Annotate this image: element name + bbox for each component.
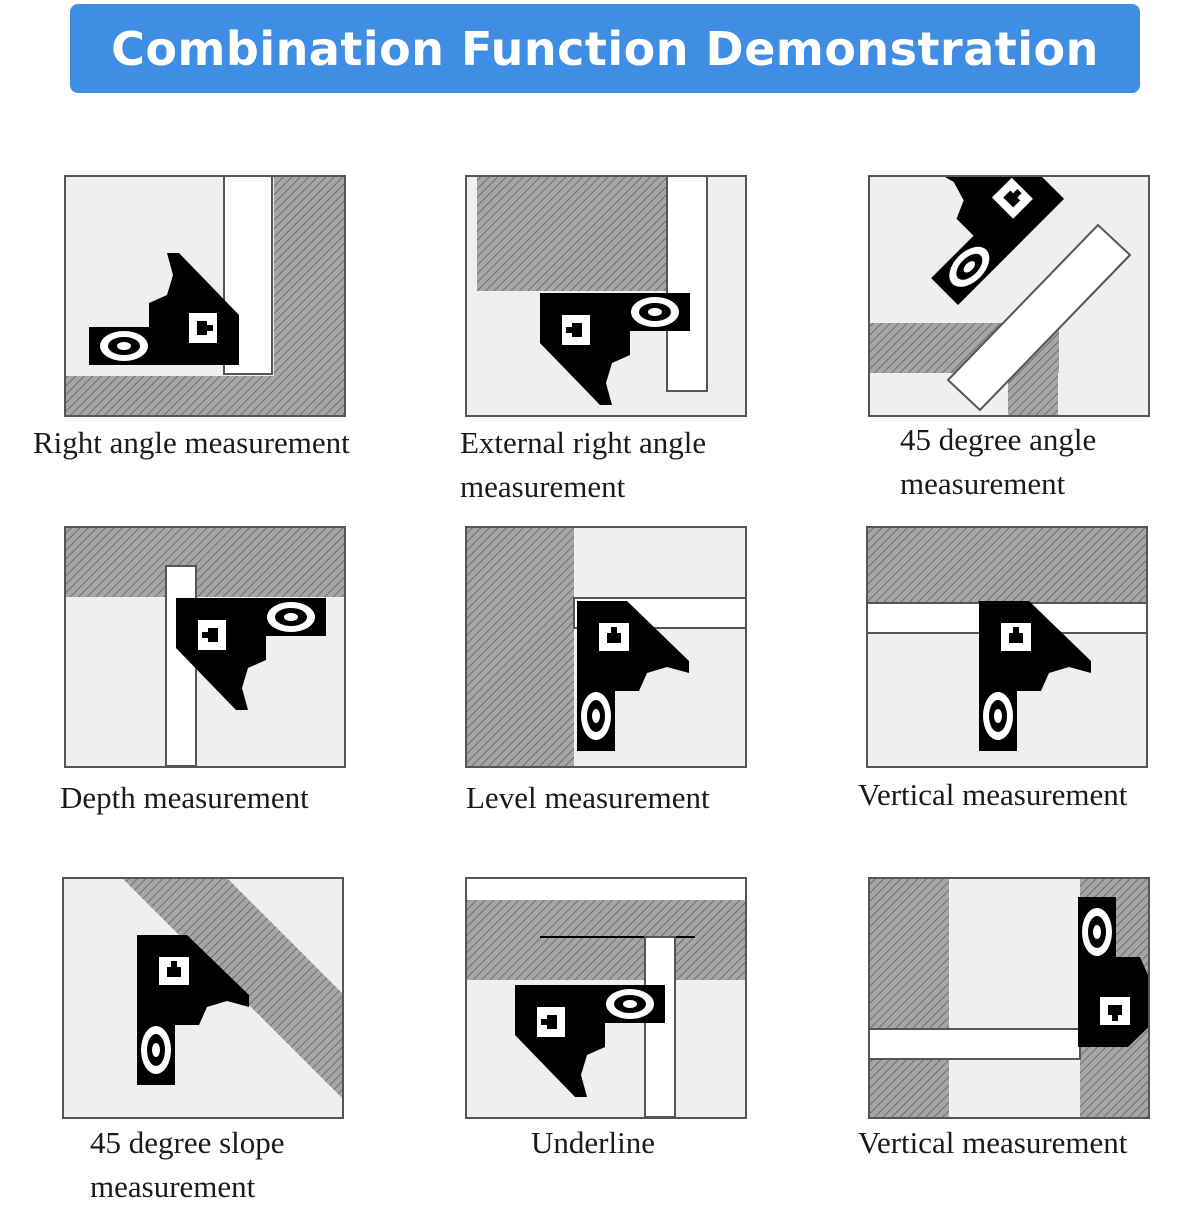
caption-depth: Depth measurement <box>60 780 309 815</box>
right-angle-diagram <box>64 175 346 417</box>
external-right-angle-diagram <box>465 175 747 417</box>
underline-diagram <box>465 877 747 1119</box>
vertical-diagram <box>866 526 1148 768</box>
caption-right-angle: Right angle measurement <box>33 425 350 460</box>
page-title: Combination Function Demonstration <box>111 21 1099 76</box>
caption-vertical-2: Vertical measurement <box>858 1125 1128 1160</box>
caption-line: measurement <box>460 469 626 504</box>
caption-underline: Underline <box>531 1125 655 1160</box>
caption-line: 45 degree slope <box>90 1125 285 1160</box>
caption-line: External right angle <box>460 425 707 460</box>
caption-external-right-angle: External right angle measurement <box>460 421 706 509</box>
vertical-diagram-2 <box>868 877 1150 1119</box>
caption-line: measurement <box>900 466 1066 501</box>
caption-45-degree-angle: 45 degree angle measurement <box>900 418 1096 506</box>
depth-diagram <box>64 526 346 768</box>
caption-vertical: Vertical measurement <box>858 777 1128 812</box>
title-banner: Combination Function Demonstration <box>70 4 1140 93</box>
caption-level: Level measurement <box>466 780 710 815</box>
caption-line: 45 degree angle <box>900 422 1097 457</box>
caption-45-degree-slope: 45 degree slope measurement <box>90 1121 285 1209</box>
level-diagram <box>465 526 747 768</box>
45-degree-slope-diagram <box>62 877 344 1119</box>
caption-line: measurement <box>90 1169 256 1204</box>
45-degree-angle-diagram <box>868 175 1150 417</box>
